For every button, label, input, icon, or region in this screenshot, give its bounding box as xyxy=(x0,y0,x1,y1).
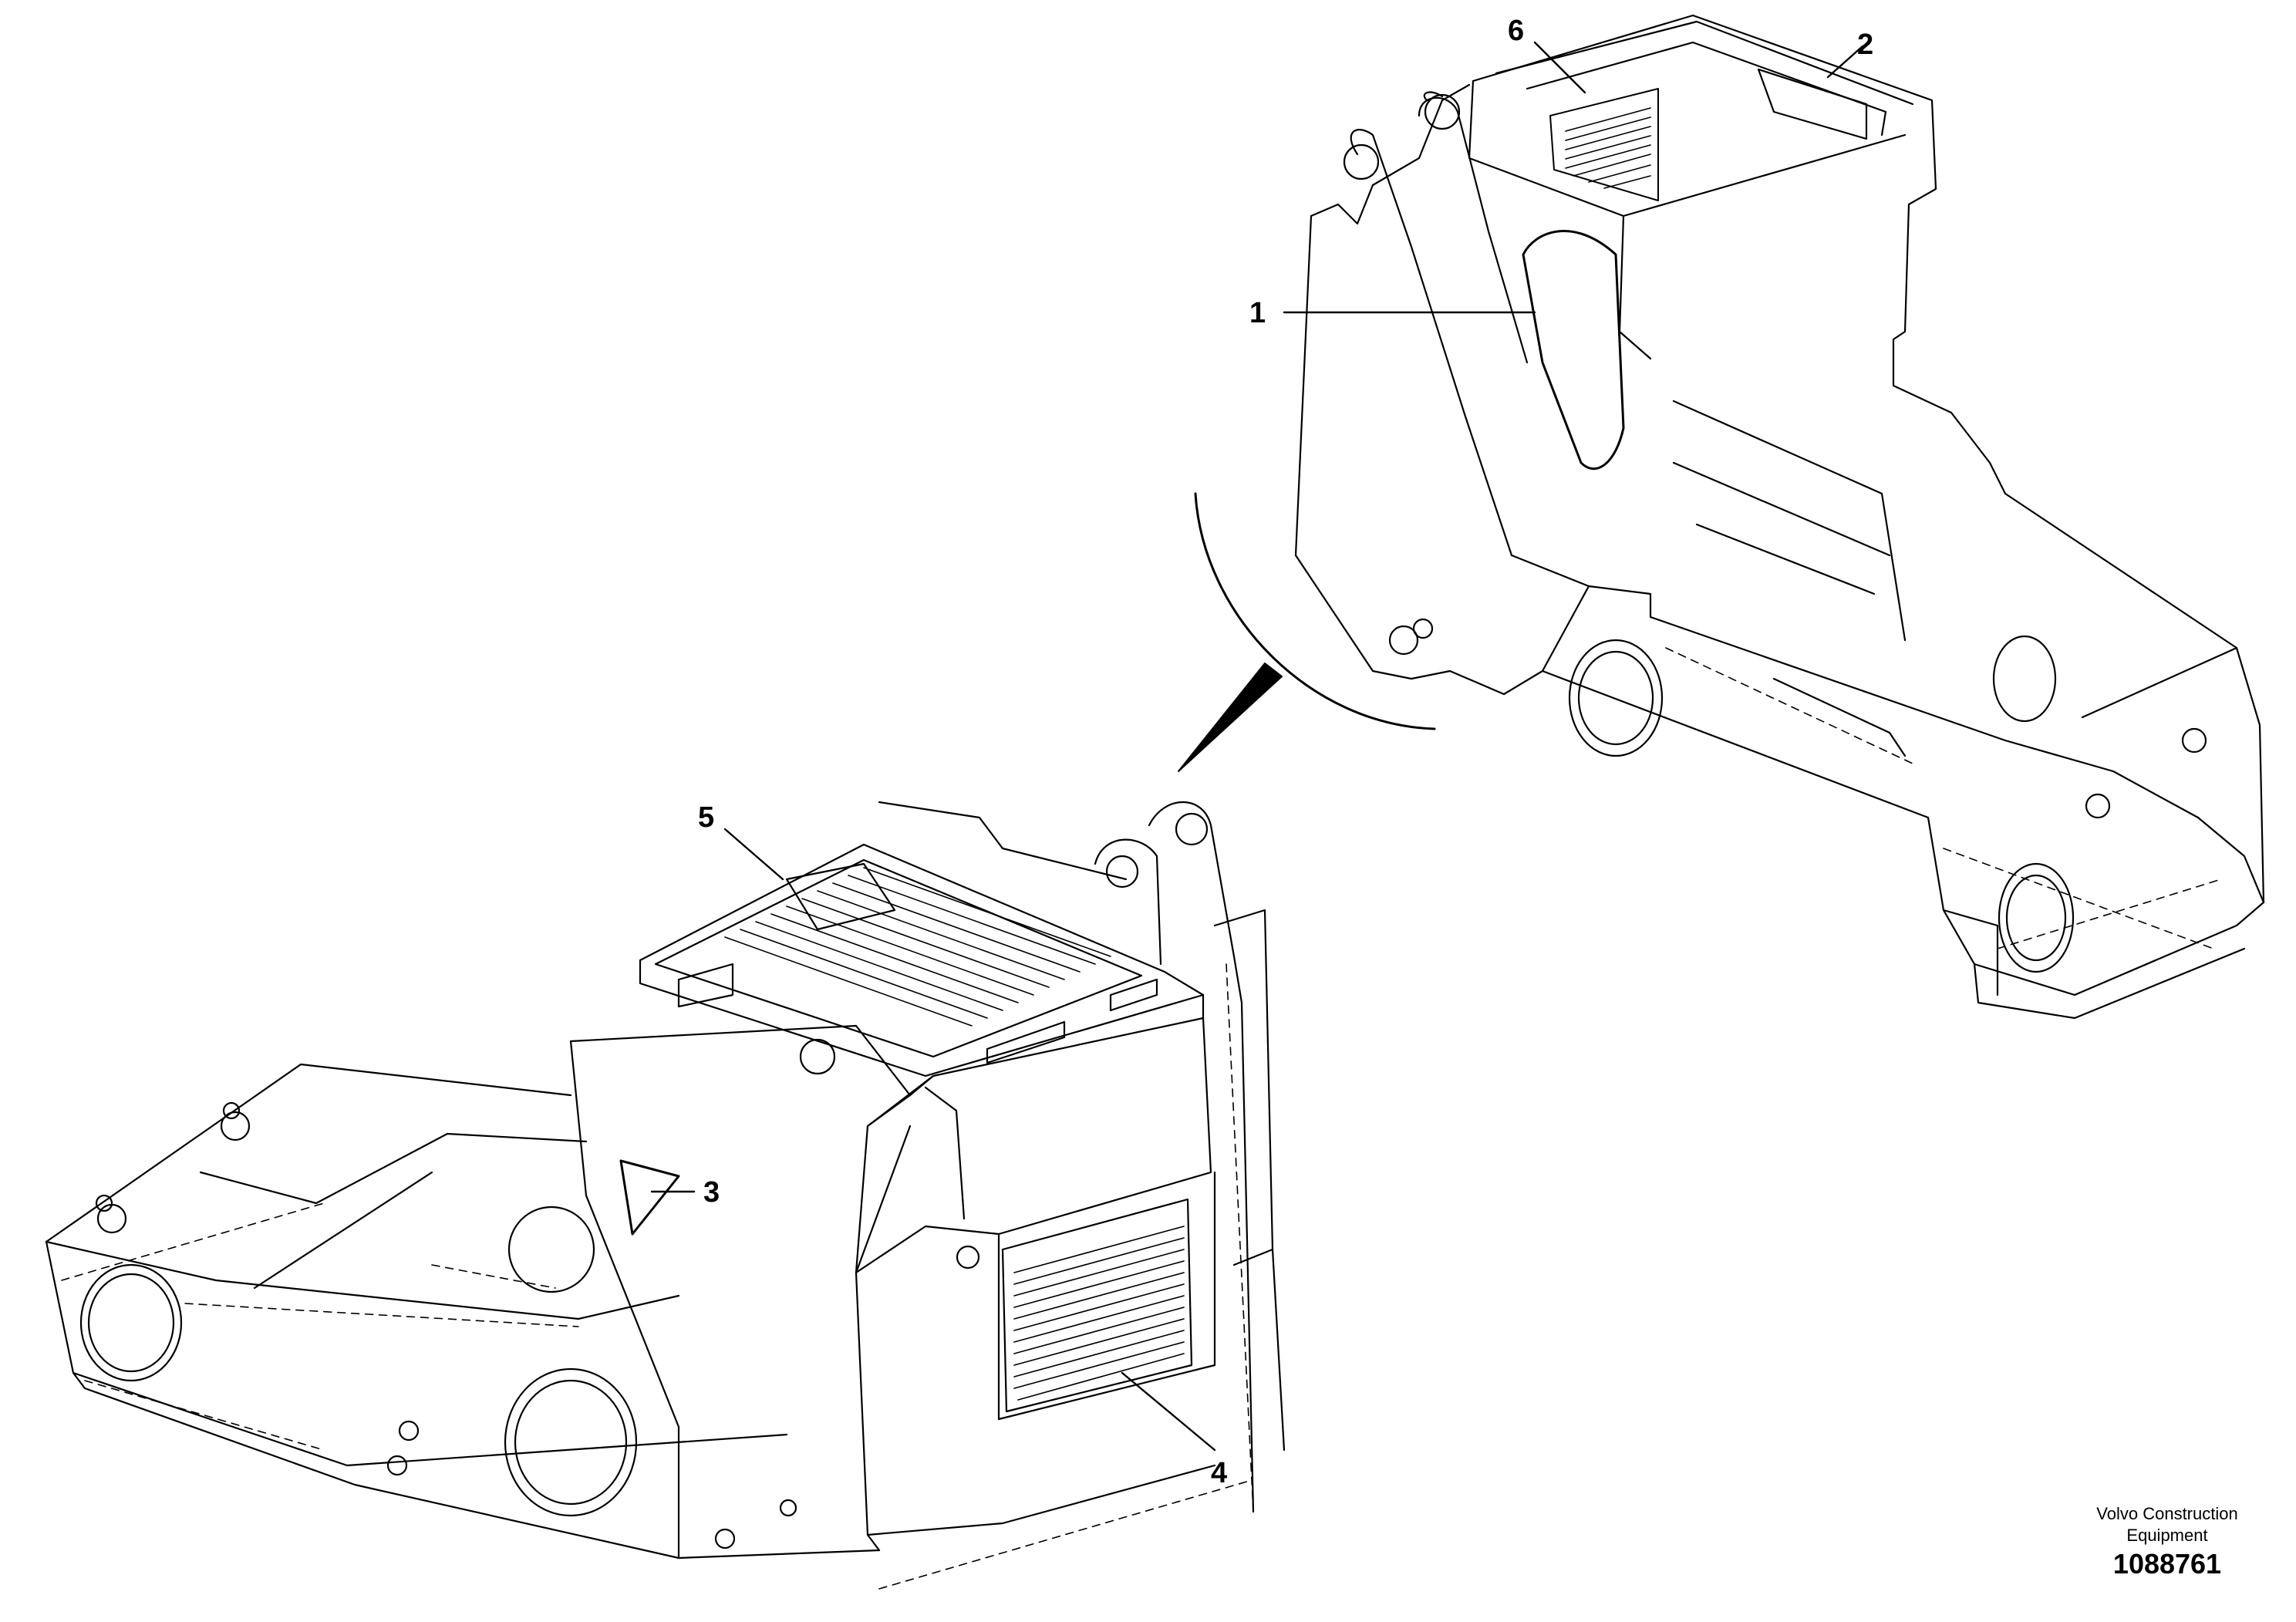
document-number: 1088761 xyxy=(2112,1548,2222,1580)
machine-main-view xyxy=(45,801,1286,1590)
callout-3: 3 xyxy=(703,1176,720,1209)
callout-leaders xyxy=(650,41,1864,1452)
callout-5: 5 xyxy=(698,801,714,834)
leader-line-4 xyxy=(1121,1371,1216,1452)
callout-4: 4 xyxy=(1211,1457,1227,1489)
leader-line-5 xyxy=(723,828,784,881)
leader-line-2 xyxy=(1826,45,1864,79)
callout-6: 6 xyxy=(1508,15,1524,47)
company-name-line2: Equipment xyxy=(2126,1526,2208,1545)
leader-line-6 xyxy=(1533,41,1586,94)
frame-inset-view xyxy=(1294,14,2265,1020)
callout-1: 1 xyxy=(1249,297,1266,329)
company-name-line1: Volvo Construction xyxy=(2096,1504,2238,1523)
detail-magnifier xyxy=(1178,492,1436,772)
callout-labels: 1 2 3 4 5 6 xyxy=(698,15,1873,1489)
callout-2: 2 xyxy=(1857,29,1873,61)
